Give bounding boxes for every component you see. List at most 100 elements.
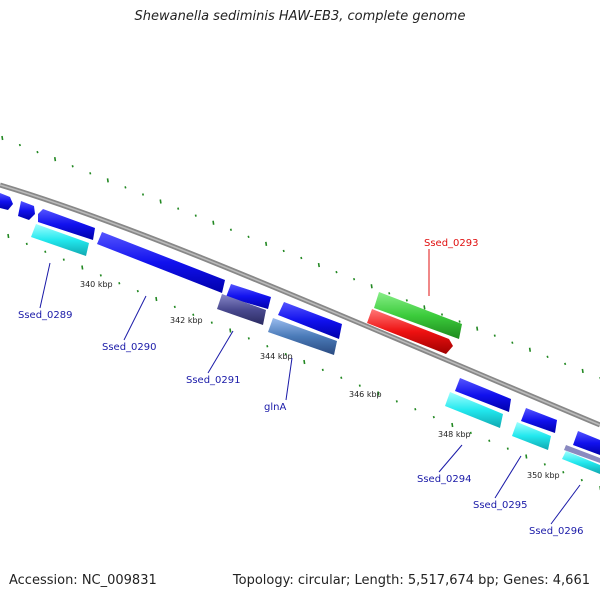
feature-red-1[interactable] [367,309,453,354]
gc-dot [1,135,4,141]
accession-text: Accession: NC_009831 [9,573,157,588]
gc-dot [282,249,285,253]
feature-fwd-3[interactable] [38,209,95,240]
gc-dot [546,355,549,359]
gene-leader-line [285,357,293,401]
tick-label: 340 kbp [80,280,113,289]
gc-dot [192,313,195,316]
gc-dot [358,384,361,387]
gc-dot [476,326,479,331]
gc-dot [511,341,514,344]
gc-dot [581,368,584,374]
gc-dot [159,199,162,204]
gc-dot [488,439,491,442]
feature-arrows [0,193,600,474]
gc-dot [177,207,180,210]
gc-dot [562,471,565,474]
feature-fwd-9[interactable] [573,431,600,455]
gc-dot [81,265,84,270]
gc-dot [580,478,583,482]
gc-dot [506,447,509,450]
gc-dot [395,400,398,403]
gc-dot [284,352,287,356]
feature-fwd-7[interactable] [455,378,511,412]
gene-leader-line [438,444,463,473]
gene-label[interactable]: Ssed_0289 [18,310,73,321]
gene-leader-line [207,330,234,374]
genome-backbone [0,182,600,428]
genome-info-text: Topology: circular; Length: 5,517,674 bp… [232,573,590,588]
map-title: Shewanella sediminis HAW-EB3, complete g… [134,9,466,24]
gc-dot [194,214,197,217]
tick-label: 350 kbp [527,471,560,480]
gc-dot [247,235,250,239]
tick-label: 346 kbp [349,390,382,399]
gc-dot [106,178,109,183]
gc-dot [564,362,567,366]
tick-label: 342 kbp [170,316,203,325]
tick-label: 348 kbp [438,430,471,439]
feature-steel-1[interactable] [268,318,337,355]
gene-leader-line [550,484,581,525]
feature-cyan-1[interactable] [31,224,89,256]
gene-label[interactable]: Ssed_0295 [473,500,528,511]
gc-dot [340,376,343,379]
feature-fwd-6[interactable] [278,302,342,339]
gc-dot [173,305,176,309]
gc-dot [124,186,127,189]
gc-dot [432,415,435,419]
gc-dot [440,313,444,316]
gc-dot [451,422,454,428]
gc-dot [62,258,65,261]
feature-fwd-8[interactable] [521,408,557,433]
gc-dot [25,242,28,246]
gc-dot [89,172,92,175]
gc-dot [118,282,121,285]
gene-label[interactable]: glnA [264,402,286,413]
gene-label[interactable]: Ssed_0296 [529,526,584,537]
gc-dot [155,296,158,302]
gc-dot [53,157,57,162]
gc-dot [405,299,408,302]
gene-label[interactable]: Ssed_0290 [102,342,157,353]
feature-stripe-1[interactable] [564,445,600,463]
feature-cyan-2[interactable] [445,392,503,428]
gc-dot [335,270,338,274]
gc-dot [469,431,472,435]
feature-fwd-5[interactable] [226,284,271,309]
feature-fwd-4[interactable] [97,232,225,293]
feature-purple-1[interactable] [217,294,266,325]
gc-dot [321,368,324,372]
gene-label[interactable]: Ssed_0291 [186,375,241,386]
gene-leader-line [39,262,51,309]
gc-dot [247,337,250,340]
gc-dot [414,408,417,411]
gc-dot [377,391,380,396]
feature-cyan-3[interactable] [512,422,551,450]
gc-dot [229,228,233,231]
gc-dot [36,150,39,154]
gc-dot [317,262,320,268]
feature-cyan-4[interactable] [562,451,600,474]
gc-dot [229,328,232,333]
gene-label[interactable]: Ssed_0293 [424,238,479,249]
gc-dot [543,463,546,466]
feature-fwd-2[interactable] [18,201,35,220]
gc-dot [18,143,21,147]
gc-dot [44,250,47,253]
gc-dot [493,334,496,337]
gc-dot [265,241,268,247]
gc-dot [210,321,213,324]
gene-leader-line [494,455,522,499]
gc-dot [99,274,102,277]
gene-label[interactable]: Ssed_0294 [417,474,472,485]
gc-dot [370,284,373,289]
gc-dot [141,193,145,196]
tick-label: 344 kbp [260,352,293,361]
feature-green-1[interactable] [374,292,462,339]
gc-dot [212,220,215,225]
gc-dot [136,289,139,293]
feature-fwd-1[interactable] [0,193,13,210]
gc-dot [528,347,532,352]
